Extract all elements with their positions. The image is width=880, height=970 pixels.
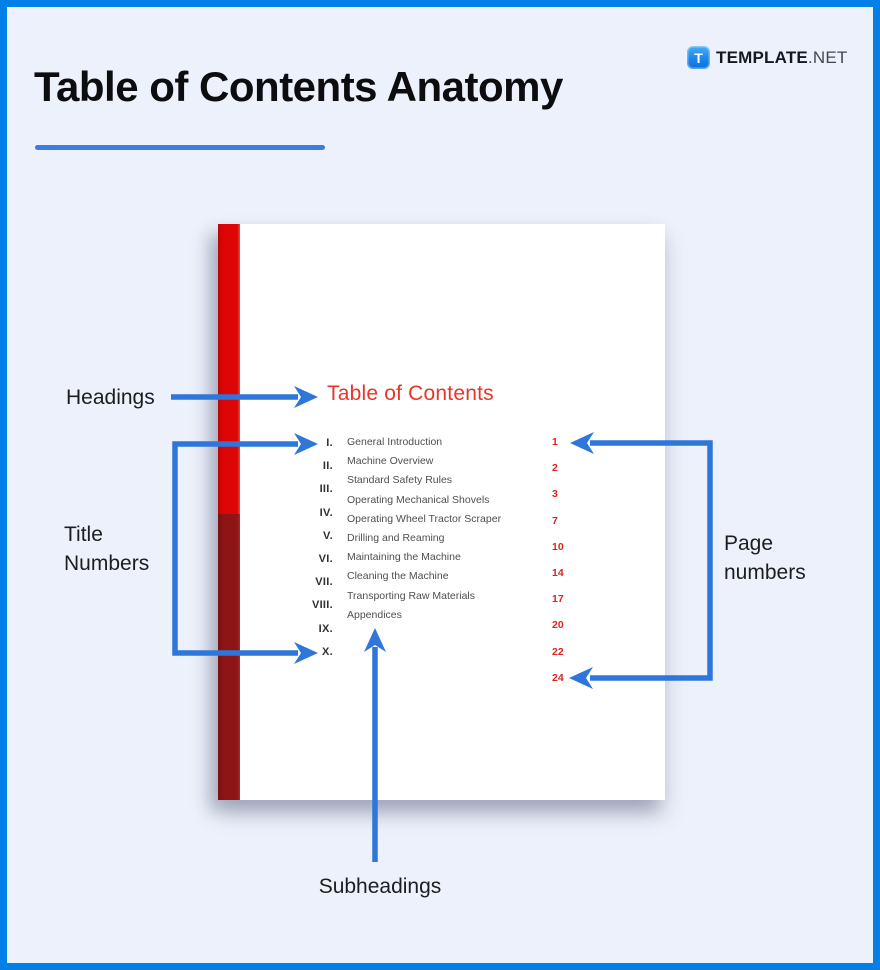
page-title: Table of Contents Anatomy xyxy=(34,63,563,110)
toc-numeral: II. xyxy=(322,460,333,473)
title-numbers-label: Title Numbers xyxy=(64,523,150,575)
toc-subheading: Standard Safety Rules xyxy=(347,474,453,487)
toc-numeral: IX. xyxy=(318,622,333,635)
toc-subheading: Maintaining the Machine xyxy=(347,551,461,564)
subheadings-label: Subheadings xyxy=(318,875,442,898)
toc-page-number: 22 xyxy=(552,645,564,658)
toc-numerals-column: I. II. III. IV. V. VI. VII. VIII. IX. X. xyxy=(218,224,665,800)
toc-page-number: 24 xyxy=(552,671,564,684)
page-numbers-label: Page numbers xyxy=(724,532,806,584)
toc-page-number: 17 xyxy=(552,593,564,606)
toc-page-number: 20 xyxy=(552,619,564,632)
toc-page-number: 7 xyxy=(552,514,558,527)
toc-subheading: Cleaning the Machine xyxy=(347,570,449,583)
toc-subheading: Operating Wheel Tractor Scraper xyxy=(347,512,502,525)
toc-page-number: 3 xyxy=(552,488,558,501)
logo-tld: .NET xyxy=(807,47,848,67)
toc-numeral: III. xyxy=(319,483,333,496)
toc-page-number: 2 xyxy=(552,462,558,475)
toc-heading: Table of Contents xyxy=(327,382,494,405)
document-page: Table of Contents I. II. III. IV. V. VI. VII. V… xyxy=(218,224,665,800)
toc-subheading: Machine Overview xyxy=(347,455,434,468)
toc-numeral: X. xyxy=(322,645,333,658)
template-net-logo: T TEMPLATE.NET xyxy=(687,46,847,69)
toc-numeral: I. xyxy=(326,437,333,449)
toc-numeral: VIII. xyxy=(311,599,333,612)
toc-subheading: Transporting Raw Materials xyxy=(347,589,475,602)
headings-label: Headings xyxy=(66,386,155,409)
toc-page-number: 14 xyxy=(552,567,564,579)
logo-brand: TEMPLATE xyxy=(716,47,808,67)
template-logo-icon: T xyxy=(687,46,710,69)
toc-subheading: Operating Mechanical Shovels xyxy=(347,493,490,506)
toc-page-numbers-column: 1 2 3 7 10 14 17 20 22 24 xyxy=(218,224,665,800)
toc-numeral: V. xyxy=(323,529,333,542)
toc-numeral: IV. xyxy=(319,506,333,519)
title-underline xyxy=(35,145,325,150)
toc-subheading: Appendices xyxy=(347,608,402,621)
toc-subheading: Drilling and Reaming xyxy=(347,532,445,544)
toc-numeral: VII. xyxy=(315,576,333,589)
toc-subheading: General Introduction xyxy=(347,436,443,448)
toc-numeral: VI. xyxy=(318,553,333,565)
toc-page-number: 10 xyxy=(552,540,564,553)
template-logo-text: TEMPLATE.NET xyxy=(716,48,847,68)
toc-page-number: 1 xyxy=(552,436,558,448)
